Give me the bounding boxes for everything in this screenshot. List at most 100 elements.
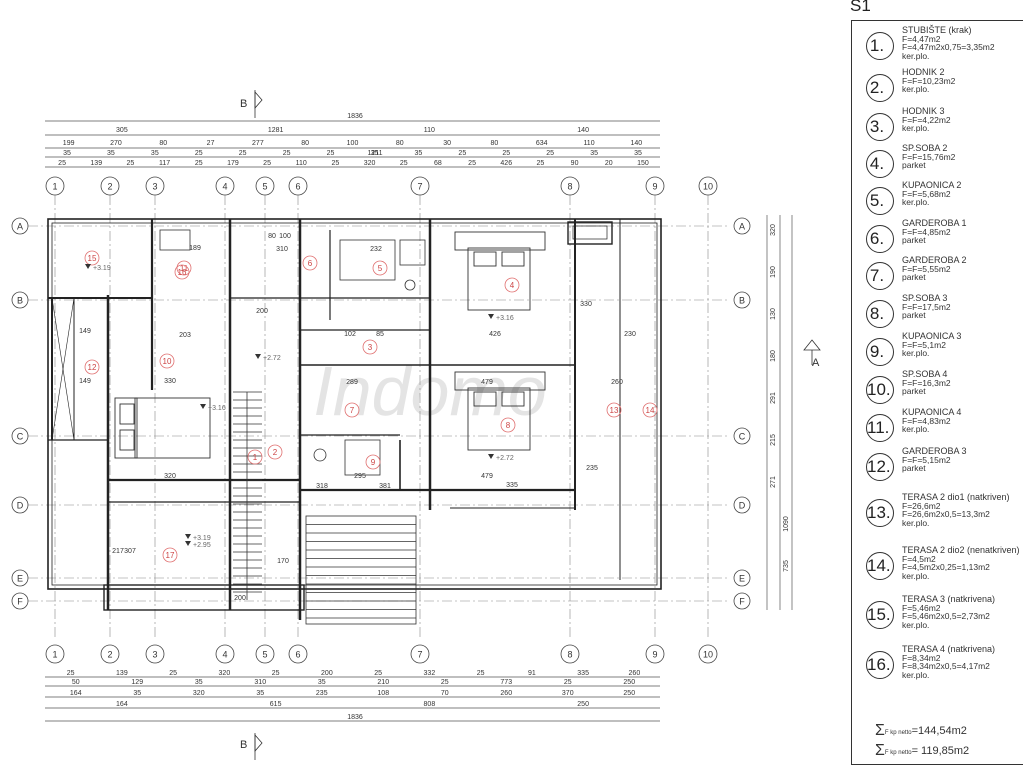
axis-bubble <box>645 176 665 196</box>
dimension-value: 250 <box>623 690 635 697</box>
dimension-value: 180 <box>770 350 777 362</box>
legend-number: 12. <box>866 453 894 481</box>
room-number: 6 <box>308 259 313 268</box>
legend-line: F=4,5m2x0,25=1,13m2 <box>902 562 990 573</box>
legend-room-name: KUPAONICA 3 <box>902 331 962 341</box>
room-number: 15 <box>88 254 97 263</box>
legend-line: F=26,6m2 <box>902 500 941 511</box>
dimension-value: 80 <box>491 140 499 147</box>
dimension-value: 110 <box>424 127 435 134</box>
dimension-value: 149 <box>79 328 91 335</box>
legend-number: 1. <box>866 32 894 60</box>
dimension-value: 260 <box>500 690 512 697</box>
dimension-value: 200 <box>234 595 246 602</box>
overall-dimension-top: 1836 <box>347 113 363 120</box>
axis-label-row: E <box>739 574 745 584</box>
legend-line: parket <box>902 310 926 321</box>
dimension-value: 270 <box>110 140 122 147</box>
room-number-circle <box>159 353 175 369</box>
dimension-value: 25 <box>327 150 335 157</box>
dimension-value: 25 <box>195 160 203 167</box>
dimension-value: 130 <box>770 308 777 320</box>
axis-bubble <box>11 496 29 514</box>
dimension-value: 164 <box>70 690 82 697</box>
room-number: 7 <box>350 406 355 415</box>
dimension-value: 90 <box>571 160 579 167</box>
dimension-value: 479 <box>481 379 493 386</box>
legend-line: F=F=5,68m2 <box>902 188 951 199</box>
legend-room-name: SP.SOBA 2 <box>902 143 948 153</box>
legend-number: 9. <box>866 338 894 366</box>
dimension-value: 426 <box>489 331 501 338</box>
legend-line: F=F=10,23m2 <box>902 75 956 86</box>
dimension-value: 35 <box>133 690 141 697</box>
room-number-circle <box>606 402 622 418</box>
room-number-circle <box>302 255 318 271</box>
dimension-value: 20 <box>605 160 613 167</box>
room-number: 14 <box>646 406 655 415</box>
sigma-icon: Σ <box>875 722 885 739</box>
dimension-value: 479 <box>481 473 493 480</box>
axis-label-row: F <box>17 597 23 607</box>
room-number-circle <box>267 444 283 460</box>
dimension-value: 35 <box>151 150 159 157</box>
dimension-value: 25 <box>546 150 554 157</box>
legend-number: 13. <box>866 499 894 527</box>
dimension-value: 773 <box>500 679 512 686</box>
axis-label-row: D <box>17 501 24 511</box>
axis-label-column: 3 <box>152 650 157 660</box>
sanitary-fixtures <box>159 229 426 476</box>
legend-number: 11. <box>866 414 894 442</box>
level-markers: +3.19+3.16+2.72+3.16+2.72+3.19+2.95 <box>85 264 514 549</box>
legend-line: F=4,47m2x0,75=3,35m2 <box>902 42 995 53</box>
dimension-value: 200 <box>256 308 268 315</box>
total-net-area: ΣF kp netto= 119,85m2 <box>875 742 970 759</box>
level-marker-icon <box>185 541 191 546</box>
legend-number: 7. <box>866 262 894 290</box>
section-marks: B B A <box>240 90 821 760</box>
dimension-value: 27 <box>207 140 215 147</box>
dimension-value: 80 <box>159 140 167 147</box>
level-value: +2.72 <box>263 355 281 362</box>
legend-room-name: SP.SOBA 3 <box>902 293 948 303</box>
axis-label-column: 4 <box>222 650 227 660</box>
room-number-circle <box>504 277 520 293</box>
axis-bubble <box>410 644 430 664</box>
terrace-stairs <box>305 515 417 625</box>
axis-label-column: 3 <box>152 182 157 192</box>
level-marker-icon <box>488 454 494 459</box>
dimension-value: 50 <box>72 679 80 686</box>
dimension-value: 100 <box>279 233 291 240</box>
legend-line: parket <box>902 386 926 397</box>
dimension-value: 25 <box>374 670 382 677</box>
dimension-value: 1281 <box>268 127 284 134</box>
legend-room-name: TERASA 3 (natkrivena) <box>902 594 996 604</box>
axis-label-column: 6 <box>295 650 300 660</box>
dimension-value: 80 <box>396 140 404 147</box>
dimension-value: 426 <box>500 160 512 167</box>
dimension-value: 35 <box>590 150 598 157</box>
legend-line: ker.plo. <box>902 619 930 630</box>
legend-line: F=5,46m2x0,5=2,73m2 <box>902 611 990 622</box>
axis-bubble <box>215 176 235 196</box>
legend-number: 5. <box>866 187 894 215</box>
axis-label-row: A <box>739 222 745 232</box>
bottom-dimension-lines <box>45 676 660 722</box>
dimension-value: 68 <box>434 160 442 167</box>
dimension-value: 100 <box>347 140 359 147</box>
legend-line: F=5,46m2 <box>902 602 941 613</box>
dimension-value: 35 <box>371 150 379 157</box>
dimension-value: 370 <box>562 690 574 697</box>
legend-line: F=4,5m2 <box>902 553 936 564</box>
dimension-value: 235 <box>586 465 598 472</box>
legend-room-name: GARDEROBA 1 <box>902 218 967 228</box>
level-value: +3.19 <box>93 265 111 272</box>
room-number: 2 <box>273 448 278 457</box>
legend-line: ker.plo. <box>902 424 930 435</box>
